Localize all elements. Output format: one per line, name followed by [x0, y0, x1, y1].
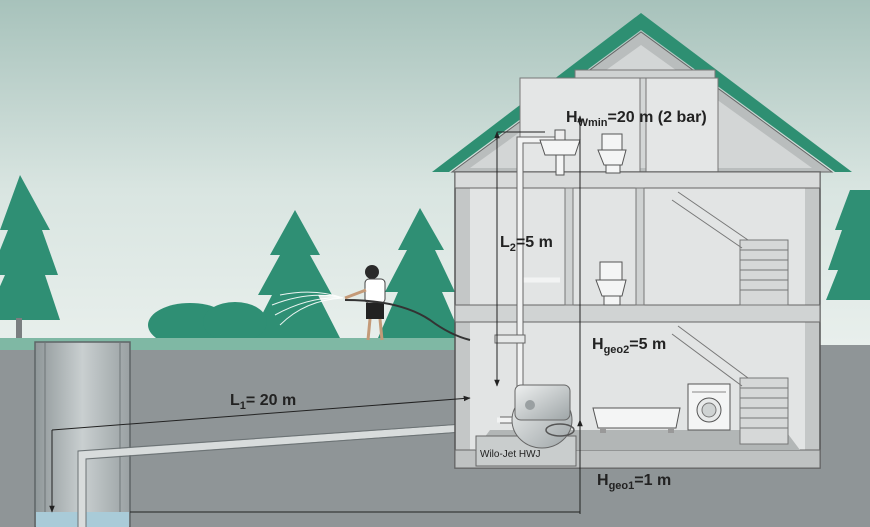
toilet-icon: [595, 261, 627, 306]
tree-icon: [0, 175, 60, 343]
hgeo2-label: Hgeo2=5 m: [592, 336, 666, 356]
person-watering-icon: [271, 265, 471, 341]
h-wmin-label: HWmin=20 m (2 bar): [566, 109, 707, 129]
dimension-lines: [49, 115, 583, 514]
washing-machine-icon: [687, 383, 731, 431]
l2-label: L2=5 m: [500, 234, 553, 254]
hgeo1-label: Hgeo1=1 m: [597, 472, 671, 492]
toilet-icon: [597, 133, 627, 174]
bathtub-icon: [592, 407, 681, 433]
pump-name-label: Wilo-Jet HWJ: [480, 449, 541, 460]
pump-icon: [475, 384, 577, 467]
l1-label: L1= 20 m: [230, 392, 296, 412]
sink-icon: [539, 129, 581, 176]
